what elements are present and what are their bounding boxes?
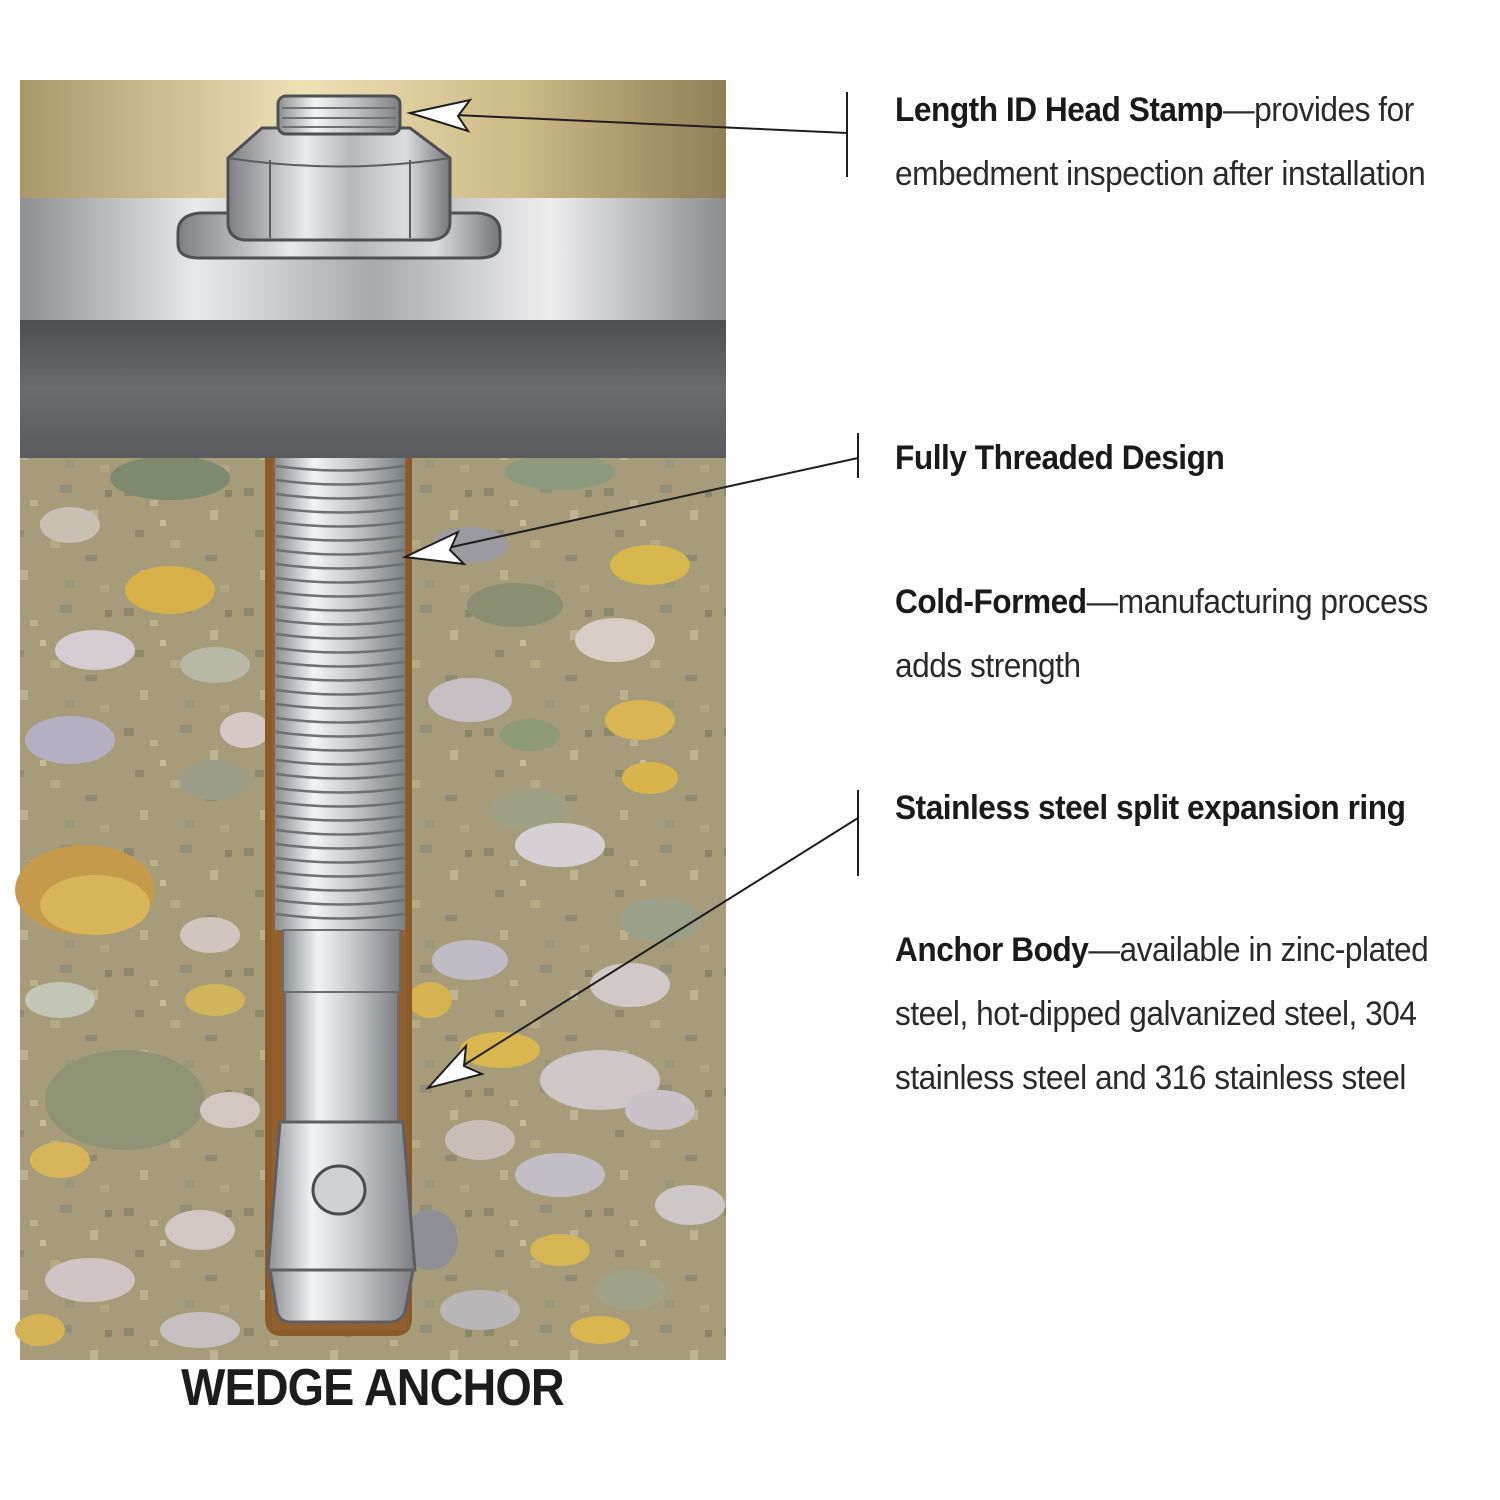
thread-ridge xyxy=(275,506,405,514)
thread-ridge xyxy=(275,534,405,542)
callout-expansion-ring: Stainless steel split expansion ring xyxy=(895,776,1453,840)
anchor-neck xyxy=(284,991,399,1123)
threaded-rod xyxy=(275,458,405,930)
callout-fully-threaded-design: Fully Threaded Design xyxy=(895,426,1453,490)
thread-ridge xyxy=(275,618,405,626)
base-material-band xyxy=(20,320,726,458)
thread-ridge xyxy=(275,520,405,528)
thread-ridge xyxy=(275,786,405,794)
callout-title: Anchor Body xyxy=(895,931,1089,969)
diagram-title: WEDGE ANCHOR xyxy=(181,1359,565,1417)
thread-lines xyxy=(275,464,405,920)
thread-ridge xyxy=(275,492,405,500)
anchor-body xyxy=(282,929,401,993)
callout-text: —provides for embedment inspection after… xyxy=(895,91,1426,193)
thread-ridge xyxy=(275,548,405,556)
thread-ridge xyxy=(275,912,405,920)
anchor-tip xyxy=(268,1268,415,1324)
callout-anchor-body: Anchor Body—available in zinc-plated ste… xyxy=(895,918,1453,1110)
thread-ridge xyxy=(275,702,405,710)
callout-length-id-head-stamp: Length ID Head Stamp—provides for embedm… xyxy=(895,78,1453,206)
leader-lines xyxy=(437,92,859,1081)
callout-text: —available in zinc-plated steel, hot-dip… xyxy=(895,931,1429,1097)
thread-ridge xyxy=(275,898,405,906)
thread-ridge xyxy=(275,576,405,584)
arrow-icon xyxy=(401,529,467,566)
thread-ridge xyxy=(275,856,405,864)
thread-ridge xyxy=(275,716,405,724)
thread-ridge xyxy=(275,478,405,486)
aggregate-stones xyxy=(15,454,725,1348)
thread-ridge xyxy=(275,884,405,892)
callout-title: Cold-Formed xyxy=(895,583,1087,621)
thread-ridge xyxy=(275,800,405,808)
expansion-ring-hole xyxy=(311,1164,367,1216)
head-stamp xyxy=(276,94,402,136)
arrowheads xyxy=(401,98,486,1090)
thread-ridge xyxy=(275,828,405,836)
thread-ridge xyxy=(275,646,405,654)
thread-ridge xyxy=(275,870,405,878)
thread-ridge xyxy=(275,632,405,640)
thread-ridge xyxy=(275,758,405,766)
callout-title: Fully Threaded Design xyxy=(895,439,1225,477)
thread-ridge xyxy=(275,674,405,682)
arrow-icon xyxy=(406,98,473,133)
arrow-icon xyxy=(425,1043,486,1090)
thread-ridge xyxy=(275,590,405,598)
callout-cold-formed: Cold-Formed—manufacturing process adds s… xyxy=(895,570,1453,698)
thread-ridge xyxy=(275,604,405,612)
callout-text: —manufacturing process adds strength xyxy=(895,583,1428,685)
thread-ridge xyxy=(275,744,405,752)
thread-ridge xyxy=(275,660,405,668)
thread-ridge xyxy=(275,772,405,780)
thread-ridge xyxy=(275,730,405,738)
callout-title: Stainless steel split expansion ring xyxy=(895,789,1406,827)
thread-ridge xyxy=(275,814,405,822)
thread-ridge xyxy=(275,842,405,850)
hex-nut xyxy=(226,126,452,242)
callout-title: Length ID Head Stamp xyxy=(895,91,1224,129)
thread-ridge xyxy=(275,562,405,570)
thread-ridge xyxy=(275,688,405,696)
thread-ridge xyxy=(275,464,405,472)
